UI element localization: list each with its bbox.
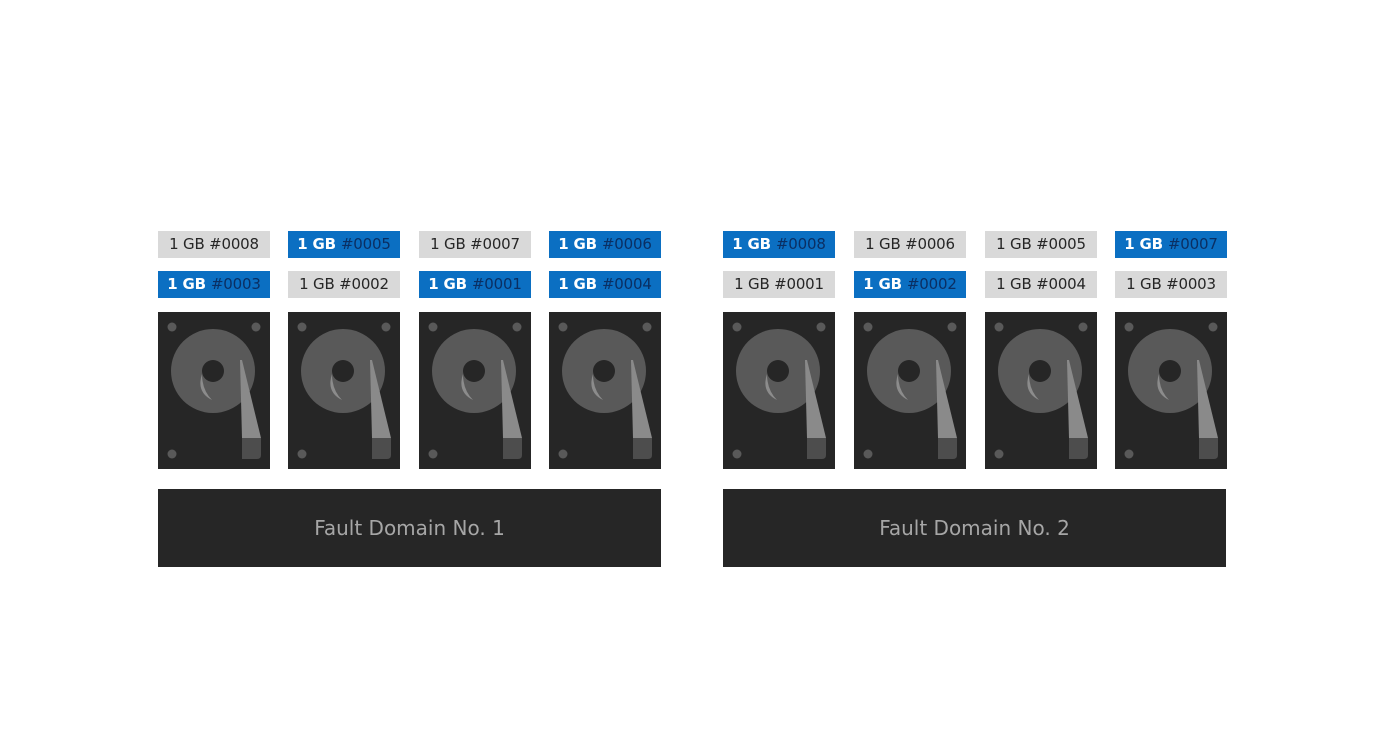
slab-label: 1 GB #0004	[549, 271, 661, 298]
slab-size: 1 GB	[863, 275, 902, 293]
slab-label: 1 GB #0007	[419, 231, 531, 258]
slab-size: 1 GB	[299, 275, 335, 293]
slab-id: #0003	[1166, 275, 1216, 293]
slab-size: 1 GB	[734, 275, 770, 293]
slab-size: 1 GB	[996, 275, 1032, 293]
slab-id: #0004	[1036, 275, 1086, 293]
slab-size: 1 GB	[169, 235, 205, 253]
slab-label: 1 GB #0003	[158, 271, 270, 298]
slab-size: 1 GB	[865, 235, 901, 253]
hard-drive-icon	[158, 312, 270, 469]
slab-label: 1 GB #0005	[985, 231, 1097, 258]
slab-id: #0008	[775, 235, 826, 253]
slab-size: 1 GB	[1126, 275, 1162, 293]
slab-id: #0006	[905, 235, 955, 253]
slab-size: 1 GB	[996, 235, 1032, 253]
slab-id: #0003	[210, 275, 261, 293]
slab-id: #0005	[340, 235, 391, 253]
slab-id: #0002	[339, 275, 389, 293]
slab-label: 1 GB #0008	[723, 231, 835, 258]
slab-id: #0007	[470, 235, 520, 253]
slab-label: 1 GB #0005	[288, 231, 400, 258]
slab-size: 1 GB	[1124, 235, 1163, 253]
slab-id: #0004	[601, 275, 652, 293]
hard-drive-icon	[854, 312, 966, 469]
slab-size: 1 GB	[732, 235, 771, 253]
slab-size: 1 GB	[167, 275, 206, 293]
slab-id: #0002	[906, 275, 957, 293]
slab-size: 1 GB	[297, 235, 336, 253]
slab-label: 1 GB #0001	[723, 271, 835, 298]
slab-label: 1 GB #0008	[158, 231, 270, 258]
slab-size: 1 GB	[428, 275, 467, 293]
slab-label: 1 GB #0007	[1115, 231, 1227, 258]
slab-label: 1 GB #0002	[288, 271, 400, 298]
slab-id: #0001	[471, 275, 522, 293]
hard-drive-icon	[723, 312, 835, 469]
fault-domain-label: Fault Domain No. 1	[158, 489, 661, 567]
slab-id: #0005	[1036, 235, 1086, 253]
slab-label: 1 GB #0002	[854, 271, 966, 298]
slab-id: #0007	[1167, 235, 1218, 253]
fault-domain-label: Fault Domain No. 2	[723, 489, 1226, 567]
hard-drive-icon	[549, 312, 661, 469]
slab-label: 1 GB #0006	[854, 231, 966, 258]
slab-label: 1 GB #0004	[985, 271, 1097, 298]
slab-label: 1 GB #0001	[419, 271, 531, 298]
slab-size: 1 GB	[558, 235, 597, 253]
slab-size: 1 GB	[430, 235, 466, 253]
slab-id: #0001	[774, 275, 824, 293]
hard-drive-icon	[1115, 312, 1227, 469]
slab-label: 1 GB #0003	[1115, 271, 1227, 298]
slab-id: #0008	[209, 235, 259, 253]
hard-drive-icon	[985, 312, 1097, 469]
slab-label: 1 GB #0006	[549, 231, 661, 258]
hard-drive-icon	[419, 312, 531, 469]
slab-size: 1 GB	[558, 275, 597, 293]
hard-drive-icon	[288, 312, 400, 469]
slab-id: #0006	[601, 235, 652, 253]
